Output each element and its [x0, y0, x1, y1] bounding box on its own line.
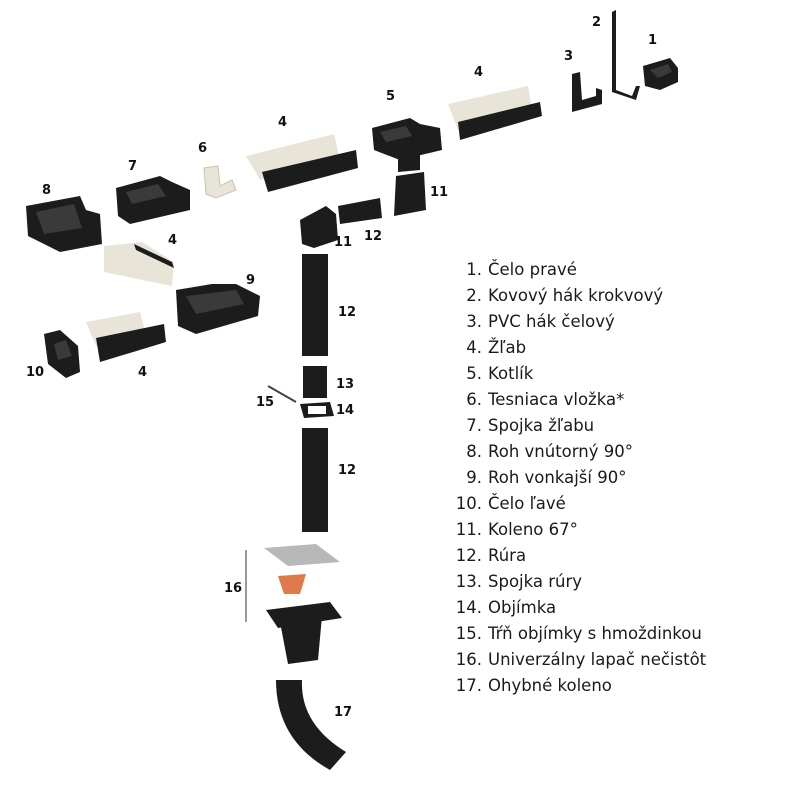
- legend-label: Čelo ľavé: [488, 494, 566, 513]
- part-end-cap-right: [643, 58, 678, 90]
- legend-item: 9. Roh vonkajší 90°: [452, 465, 792, 491]
- legend-number: 6.: [466, 390, 482, 409]
- legend-label: Čelo pravé: [488, 260, 577, 279]
- legend-number: 10.: [455, 494, 482, 513]
- callout-17: 17: [334, 705, 352, 720]
- callout-7: 7: [128, 159, 137, 174]
- callout-4c: 4: [168, 233, 177, 248]
- legend-label: PVC hák čelový: [488, 312, 615, 331]
- legend-label: Kotlík: [488, 364, 534, 383]
- callout-4d: 4: [138, 365, 147, 380]
- part-outer-corner: [176, 284, 260, 334]
- legend-item: 14. Objímka: [452, 595, 792, 621]
- legend-item: 1. Čelo pravé: [452, 257, 792, 283]
- legend-number: 1.: [466, 260, 482, 279]
- legend-label: Žľab: [488, 338, 527, 357]
- part-debris-trap: [264, 544, 342, 664]
- part-elbow-upper: [394, 172, 426, 216]
- part-elbow-lower: [300, 206, 338, 248]
- part-pipe-upper: [302, 254, 328, 356]
- legend-item: 17. Ohybné koleno: [452, 673, 792, 699]
- callout-12a: 12: [364, 229, 382, 244]
- legend-number: 7.: [466, 416, 482, 435]
- callout-16: 16: [224, 581, 242, 596]
- legend-number: 17.: [455, 676, 482, 695]
- legend-label: Ohybné koleno: [488, 676, 612, 695]
- legend-number: 15.: [455, 624, 482, 643]
- part-rafter-hook: [612, 10, 640, 100]
- part-seal-insert: [203, 165, 237, 199]
- legend-label: Tesniaca vložka*: [488, 390, 625, 409]
- legend-number: 2.: [466, 286, 482, 305]
- callout-13: 13: [336, 377, 354, 392]
- legend-item: 13. Spojka rúry: [452, 569, 792, 595]
- legend-label: Kovový hák krokvový: [488, 286, 664, 305]
- part-end-cap-left: [44, 330, 80, 378]
- legend-item: 6. Tesniaca vložka*: [452, 387, 792, 413]
- legend-number: 11.: [455, 520, 482, 539]
- part-pipe-lower: [302, 428, 328, 532]
- part-gutter-outlet: [372, 118, 442, 172]
- part-gutter-top-right: [448, 86, 542, 140]
- legend-label: Rúra: [488, 546, 527, 565]
- legend-label: Univerzálny lapač nečistôt: [488, 650, 707, 669]
- legend-item: 11. Koleno 67°: [452, 517, 792, 543]
- legend-item: 16. Univerzálny lapač nečistôt: [452, 647, 792, 673]
- legend-number: 13.: [455, 572, 482, 591]
- legend-number: 9.: [466, 468, 482, 487]
- callout-2: 2: [592, 15, 601, 30]
- legend-item: 2. Kovový hák krokvový: [452, 283, 792, 309]
- legend-number: 16.: [455, 650, 482, 669]
- legend-item: 7. Spojka žľabu: [452, 413, 792, 439]
- callout-3: 3: [564, 49, 573, 64]
- callout-15: 15: [256, 395, 274, 410]
- callout-11a: 11: [430, 185, 448, 200]
- legend-label: Tŕň objímky s hmoždinkou: [488, 624, 702, 643]
- legend-number: 5.: [466, 364, 482, 383]
- callout-11b: 11: [334, 235, 352, 250]
- legend-number: 3.: [466, 312, 482, 331]
- legend-label: Spojka žľabu: [488, 416, 595, 435]
- part-gutter-connector: [116, 176, 190, 224]
- callout-8: 8: [42, 183, 51, 198]
- legend-number: 8.: [466, 442, 482, 461]
- part-gutter-left-middle: [104, 242, 174, 286]
- callout-4b: 4: [278, 115, 287, 130]
- callout-1: 1: [648, 33, 657, 48]
- legend-label: Roh vnútorný 90°: [488, 442, 633, 461]
- legend-label: Koleno 67°: [488, 520, 578, 539]
- part-pipe-short: [338, 198, 382, 224]
- legend-item: 3. PVC hák čelový: [452, 309, 792, 335]
- callout-4a: 4: [474, 65, 483, 80]
- callout-14: 14: [336, 403, 354, 418]
- callout-9: 9: [246, 273, 255, 288]
- legend-number: 14.: [455, 598, 482, 617]
- callout-6: 6: [198, 141, 207, 156]
- legend-label: Objímka: [488, 598, 557, 617]
- parts-legend: 1. Čelo pravé 2. Kovový hák krokvový 3. PVC…: [452, 257, 792, 699]
- legend-item: 12. Rúra: [452, 543, 792, 569]
- callout-5: 5: [386, 89, 395, 104]
- legend-item: 4. Žľab: [452, 335, 792, 361]
- legend-number: 12.: [455, 546, 482, 565]
- part-pipe-connector: [303, 366, 327, 398]
- part-gutter-upper-center: [246, 134, 358, 192]
- legend-label: Roh vonkajší 90°: [488, 468, 627, 487]
- part-inner-corner: [26, 196, 102, 252]
- legend-item: 15. Tŕň objímky s hmoždinkou: [452, 621, 792, 647]
- callout-12b: 12: [338, 305, 356, 320]
- part-pipe-clamp: [300, 402, 334, 418]
- part-gutter-lower-left: [86, 312, 166, 362]
- legend-item: 10. Čelo ľavé: [452, 491, 792, 517]
- legend-item: 5. Kotlík: [452, 361, 792, 387]
- part-fascia-bracket: [572, 72, 602, 112]
- callout-10: 10: [26, 365, 44, 380]
- part-flexible-elbow: [276, 680, 346, 770]
- legend-item: 8. Roh vnútorný 90°: [452, 439, 792, 465]
- legend-number: 4.: [466, 338, 482, 357]
- part-clamp-pin: [267, 385, 297, 403]
- legend-label: Spojka rúry: [488, 572, 583, 591]
- callout-12c: 12: [338, 463, 356, 478]
